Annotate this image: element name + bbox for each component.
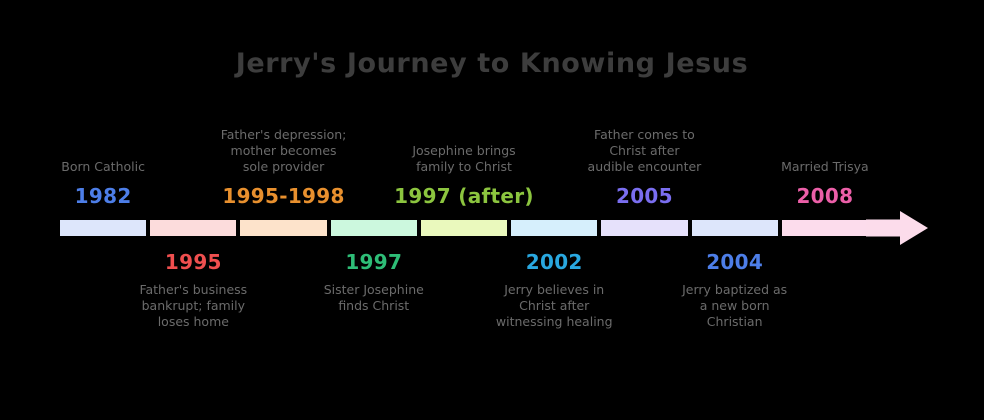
timeline-segment (781, 220, 868, 236)
timeline-segment (240, 220, 327, 236)
event-year: 1995-1998 (222, 184, 345, 208)
event-year: 2002 (525, 250, 583, 274)
event-description: Father's business bankrupt; family loses… (139, 282, 248, 329)
timeline-segment (330, 220, 417, 236)
event-description: Father comes to Christ after audible enc… (587, 127, 702, 174)
timeline-segment (691, 220, 778, 236)
timeline-event: Josephine brings family to Christ 1997 (a… (364, 143, 564, 208)
event-year: 1997 (after) (394, 184, 534, 208)
page-title: Jerry's Journey to Knowing Jesus (235, 48, 749, 79)
event-year: 2004 (706, 250, 764, 274)
timeline-event: Father's depression; mother becomes sole… (184, 127, 384, 208)
timeline-segment (150, 220, 237, 236)
event-year: 2005 (616, 184, 673, 208)
event-description: Jerry baptized as a new born Christian (682, 282, 788, 329)
timeline-segment (511, 220, 598, 236)
timeline-segments (60, 220, 868, 236)
timeline-event: Father comes to Christ after audible enc… (544, 127, 744, 208)
event-year: 2008 (796, 184, 854, 208)
timeline-segment (601, 220, 688, 236)
timeline-event: Born Catholic 1982 (3, 159, 203, 208)
timeline-event: Married Trisya 2008 (725, 159, 925, 208)
event-description: Married Trisya (781, 159, 869, 174)
timeline-segment (60, 220, 147, 236)
event-description: Sister Josephine finds Christ (323, 282, 424, 313)
event-year: 1995 (164, 250, 222, 274)
timeline-segment (420, 220, 508, 236)
event-description: Father's depression; mother becomes sole… (220, 127, 347, 174)
event-description: Jerry believes in Christ after witnessin… (495, 282, 613, 329)
event-description: Born Catholic (61, 159, 145, 174)
event-year: 1997 (345, 250, 403, 274)
timeline-axis (60, 211, 928, 245)
event-year: 1982 (74, 184, 132, 208)
arrow-right-icon (866, 211, 928, 245)
event-description: Josephine brings family to Christ (412, 143, 516, 174)
